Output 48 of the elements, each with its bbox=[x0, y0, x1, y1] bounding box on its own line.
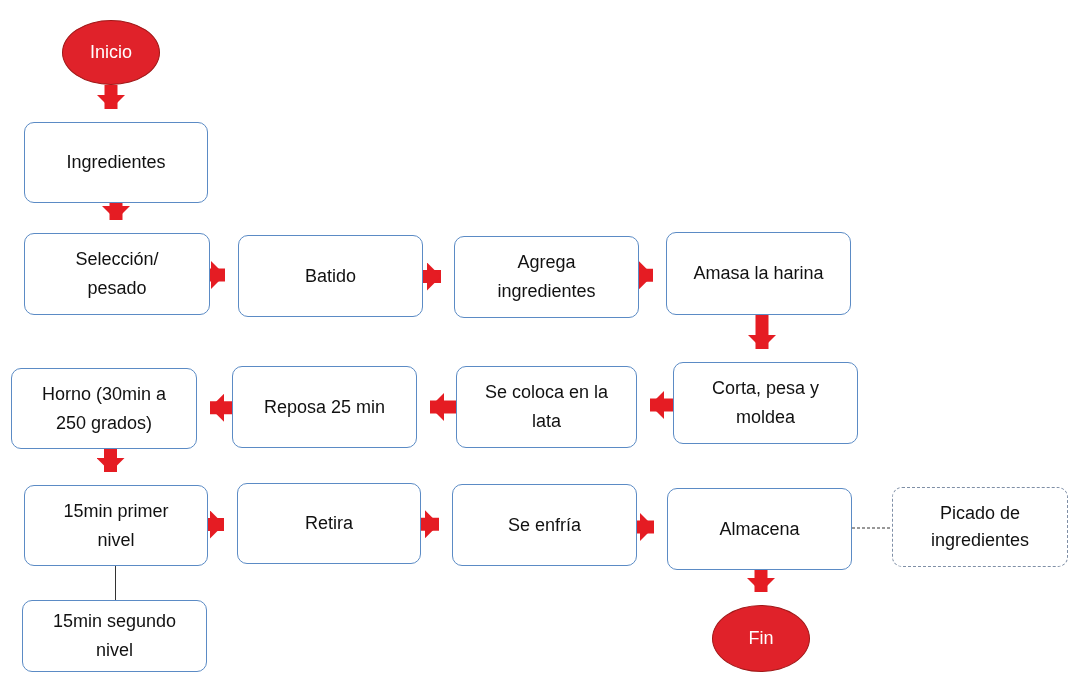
block-arrow bbox=[430, 393, 456, 421]
node-label: Picado de ingredientes bbox=[929, 502, 1031, 552]
node-label: Retira bbox=[305, 512, 353, 536]
process-box bbox=[24, 122, 208, 203]
node-label: Reposa 25 min bbox=[263, 395, 386, 419]
process-box bbox=[892, 487, 1068, 567]
block-arrow bbox=[208, 510, 224, 539]
node-label: Horno (30min a 250 grados) bbox=[40, 382, 168, 435]
node-label: Agrega ingredientes bbox=[496, 251, 597, 303]
node-label: Ingredientes bbox=[66, 151, 166, 175]
process-box bbox=[11, 368, 197, 449]
process-box bbox=[24, 233, 210, 315]
process-box bbox=[22, 600, 207, 672]
block-arrow bbox=[748, 315, 776, 349]
block-arrow bbox=[421, 510, 439, 539]
process-box bbox=[232, 366, 417, 448]
block-arrow bbox=[96, 449, 125, 472]
block-arrow bbox=[423, 262, 441, 291]
process-box bbox=[673, 362, 858, 444]
block-arrow bbox=[639, 261, 653, 290]
connector-line bbox=[115, 565, 116, 601]
node-label: Selección/ pesado bbox=[74, 248, 160, 300]
node-label: Batido bbox=[304, 264, 356, 288]
node-label: Amasa la harina bbox=[693, 262, 824, 286]
process-box bbox=[238, 235, 423, 317]
block-arrow bbox=[650, 391, 673, 419]
node-label: 15min segundo nivel bbox=[51, 610, 178, 662]
block-arrow bbox=[210, 261, 225, 289]
process-box bbox=[452, 484, 637, 566]
block-arrow bbox=[747, 570, 775, 592]
process-box bbox=[667, 488, 852, 570]
node-label: Inicio bbox=[90, 41, 132, 64]
process-box bbox=[24, 485, 208, 566]
block-arrow bbox=[637, 513, 654, 541]
node-label: Corta, pesa y moldea bbox=[710, 377, 821, 429]
process-box bbox=[237, 483, 421, 564]
block-arrow bbox=[97, 85, 125, 109]
process-box bbox=[454, 236, 639, 318]
node-label: Fin bbox=[748, 627, 774, 650]
connector-line bbox=[851, 527, 893, 529]
node-label: 15min primer nivel bbox=[62, 499, 170, 552]
block-arrow bbox=[210, 393, 232, 422]
node-label: Se enfría bbox=[507, 513, 581, 537]
block-arrow bbox=[102, 203, 130, 220]
process-box bbox=[666, 232, 851, 315]
node-label: Se coloca en la lata bbox=[483, 381, 610, 433]
process-box bbox=[456, 366, 637, 448]
node-label: Almacena bbox=[719, 517, 800, 541]
